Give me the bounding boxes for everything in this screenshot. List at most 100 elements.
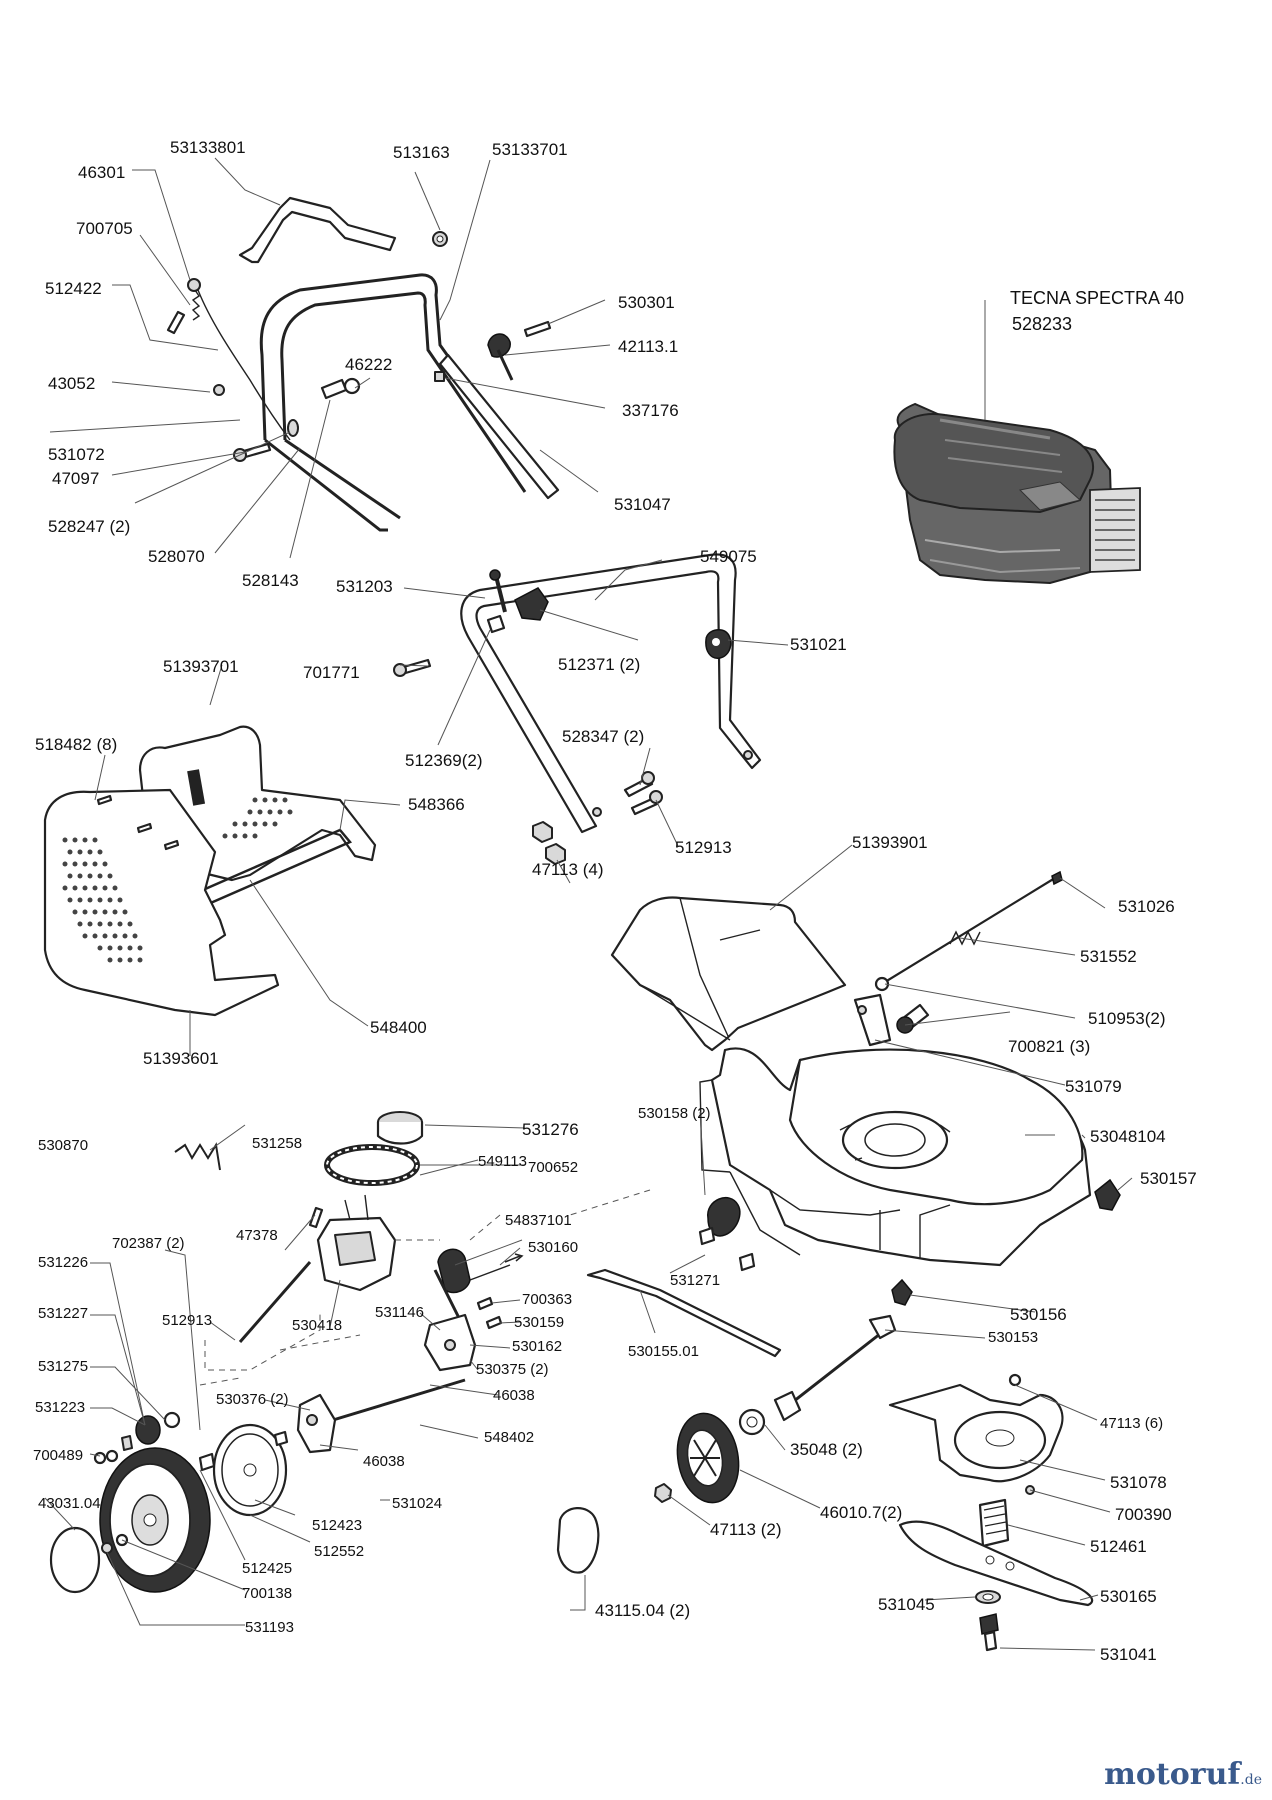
label-518482: 518482 (8): [35, 735, 117, 754]
label-512461: 512461: [1090, 1537, 1147, 1556]
drive-assembly: [49, 1111, 511, 1594]
deck-53048104: [569, 993, 1121, 1306]
rod-530155-01: [586, 1268, 782, 1358]
rod-531026: [884, 877, 1056, 983]
rear-flap-51393901: [610, 896, 847, 1052]
label-548400: 548400: [370, 1018, 427, 1037]
label-46010-7: 46010.7(2): [820, 1503, 902, 1522]
label-46222: 46222: [345, 355, 392, 374]
label-513163: 513163: [393, 143, 450, 162]
washer-46222: [343, 377, 361, 395]
label-530376: 530376 (2): [216, 1391, 289, 1408]
mesh-pattern: [62, 797, 293, 963]
nut-531193: [101, 1542, 113, 1554]
label-47113-4: 47113 (4): [532, 860, 604, 879]
label-528143: 528143: [242, 571, 299, 590]
label-46038-a: 46038: [493, 1387, 535, 1404]
label-530162: 530162: [512, 1338, 562, 1355]
pinion-531223: [135, 1415, 161, 1445]
label-512913-b: 512913: [162, 1312, 212, 1329]
clip-530156: [891, 1278, 913, 1306]
spring-531258: [174, 1142, 221, 1171]
label-531203: 531203: [336, 577, 393, 596]
label-530165: 530165: [1100, 1587, 1157, 1606]
screw-518482-c: [163, 839, 180, 851]
label-531041: 531041: [1100, 1645, 1157, 1664]
label-47097: 47097: [52, 469, 99, 488]
clip-528143: [320, 378, 348, 400]
label-530301: 530301: [618, 293, 675, 312]
label-528347: 528347 (2): [562, 727, 644, 746]
nut-337176: [434, 371, 445, 382]
label-531276: 531276: [522, 1120, 579, 1139]
upper-handle-53133701: [259, 273, 549, 492]
clip-530157: [1094, 1178, 1121, 1211]
blade-530165: [898, 1520, 1094, 1607]
part-labels: TECNA SPECTRA 40 528233 53133801 513163 …: [33, 138, 1197, 1664]
brand-name: motoruf: [1104, 1757, 1241, 1792]
washer-528247: [287, 419, 299, 437]
label-700390: 700390: [1115, 1505, 1172, 1524]
label-531045: 531045: [878, 1595, 935, 1614]
label-43031-04: 43031.04: [38, 1495, 101, 1512]
clip-512369: [486, 614, 506, 634]
label-46301: 46301: [78, 163, 125, 182]
screw-700363: [476, 1296, 494, 1311]
label-530418: 530418: [292, 1317, 342, 1334]
cable-531072: [197, 289, 291, 441]
label-531223: 531223: [35, 1399, 85, 1416]
label-700489: 700489: [33, 1447, 83, 1464]
label-512422: 512422: [45, 279, 102, 298]
front-axle-530153: [586, 1268, 897, 1436]
blade-assembly: [888, 1373, 1094, 1652]
label-530156: 530156: [1010, 1305, 1067, 1324]
upper-handle-assembly: [166, 196, 560, 532]
label-700363: 700363: [522, 1291, 572, 1308]
screw-512423: [273, 1430, 289, 1447]
label-528247: 528247 (2): [48, 517, 130, 536]
grass-catcher-assembly: [43, 725, 377, 1017]
engine-number-label: 528233: [1012, 314, 1072, 334]
cap-46301: [187, 278, 201, 292]
label-531226: 531226: [38, 1254, 88, 1271]
label-548366: 548366: [408, 795, 465, 814]
washer-531275: [163, 1411, 181, 1429]
nut-47113-b: [545, 843, 566, 865]
label-549113: 549113: [478, 1153, 527, 1170]
label-700652: 700652: [528, 1159, 578, 1176]
label-701771: 701771: [303, 663, 360, 682]
bracket-531079: [853, 993, 892, 1047]
screw-512425: [198, 1452, 216, 1472]
screw-531271: [698, 1226, 716, 1246]
lower-handle-549075: [460, 553, 762, 834]
label-510953: 510953(2): [1088, 1009, 1166, 1028]
label-549075: 549075: [700, 547, 757, 566]
label-531079: 531079: [1065, 1077, 1122, 1096]
label-46038-b: 46038: [363, 1453, 405, 1470]
bolt-47378: [308, 1206, 324, 1229]
label-531193: 531193: [245, 1619, 294, 1636]
label-47378: 47378: [236, 1227, 278, 1244]
label-512371: 512371 (2): [558, 655, 640, 674]
axle-548402: [238, 1261, 312, 1343]
label-528070: 528070: [148, 547, 205, 566]
bolt-512422: [166, 310, 186, 335]
brand-tld: .de: [1240, 1772, 1262, 1788]
label-531552: 531552: [1080, 947, 1137, 966]
label-531227: 531227: [38, 1305, 88, 1322]
label-530375: 530375 (2): [476, 1361, 549, 1378]
label-53133801: 53133801: [170, 138, 246, 157]
nut-47113-a: [532, 821, 553, 843]
clip-510953: [874, 976, 890, 992]
label-531271: 531271: [670, 1272, 720, 1289]
spring-700705: [191, 289, 201, 321]
engine-model-label: TECNA SPECTRA 40: [1010, 288, 1184, 308]
label-51393701: 51393701: [163, 657, 239, 676]
label-531078: 531078: [1110, 1473, 1167, 1492]
label-530160: 530160: [528, 1239, 578, 1256]
label-530159: 530159: [514, 1314, 564, 1331]
label-337176: 337176: [622, 401, 679, 420]
hub-cap-43115-04: [556, 1507, 600, 1574]
label-702387: 702387 (2): [112, 1235, 185, 1252]
adapter-512461: [978, 1498, 1010, 1548]
